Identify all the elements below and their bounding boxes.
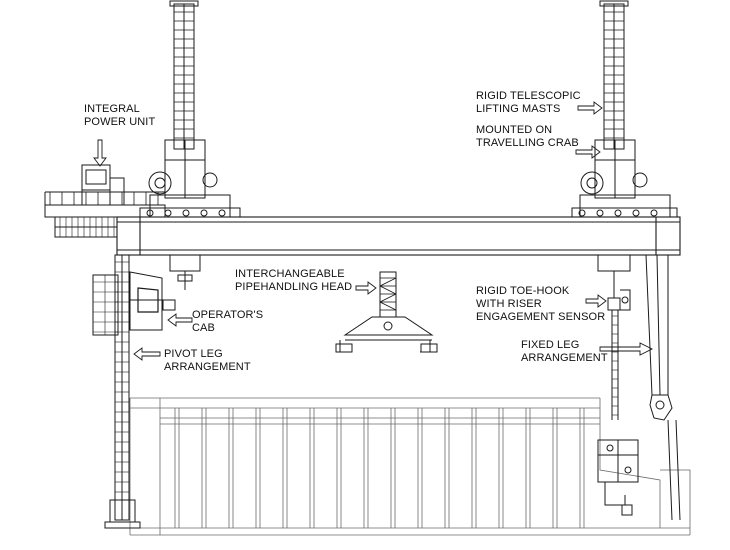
label-line: ENGAGEMENT SENSOR	[476, 311, 606, 323]
label-integral-power-unit: INTEGRAL POWER UNIT	[84, 103, 155, 129]
right-mast	[594, 0, 636, 199]
bridge-girder	[116, 216, 681, 256]
left-mast	[164, 0, 206, 199]
label-line: ARRANGEMENT	[164, 361, 251, 373]
label-pivot-leg: PIVOT LEG ARRANGEMENT	[164, 348, 251, 374]
hold-structure	[129, 397, 691, 536]
operators-cab	[92, 271, 176, 336]
label-line: RIGID TELESCOPIC	[476, 90, 581, 102]
label-line: MOUNTED ON	[476, 124, 553, 136]
label-toe-hook: RIGID TOE-HOOK WITH RISER ENGAGEMENT SEN…	[476, 285, 605, 324]
power-unit	[81, 164, 125, 206]
label-fixed-leg: FIXED LEG ARRANGEMENT	[521, 339, 608, 365]
label-line: RIGID TOE-HOOK	[476, 285, 570, 297]
label-line: POWER UNIT	[84, 116, 156, 128]
left-hoist	[169, 254, 201, 290]
label-telescopic-masts: RIGID TELESCOPIC LIFTING MASTS	[476, 90, 581, 116]
label-line: ARRANGEMENT	[521, 352, 608, 364]
toe-hook	[607, 289, 631, 420]
label-line: TRAVELLING CRAB	[476, 137, 579, 149]
label-line: WITH RISER	[476, 298, 542, 310]
right-hoist	[597, 254, 631, 298]
fixed-leg	[645, 254, 681, 521]
right-crab	[571, 171, 678, 218]
label-operators-cab: OPERATOR'S CAB	[192, 309, 263, 335]
label-travelling-crab: MOUNTED ON TRAVELLING CRAB	[476, 124, 579, 150]
label-line: FIXED LEG	[521, 339, 580, 351]
riser-sensor-assembly	[597, 439, 639, 516]
label-line: CAB	[192, 322, 215, 334]
callout-arrows	[93, 101, 654, 361]
label-line: PIVOT LEG	[164, 348, 223, 360]
pivot-leg	[104, 254, 141, 529]
left-crab	[139, 171, 241, 218]
pipehandling-head	[335, 271, 438, 353]
label-line: INTERCHANGEABLE	[235, 268, 345, 280]
label-pipehandling-head: INTERCHANGEABLE PIPEHANDLING HEAD	[235, 268, 352, 294]
label-line: PIPEHANDLING HEAD	[235, 281, 353, 293]
label-line: LIFTING MASTS	[476, 103, 561, 115]
label-line: INTEGRAL	[84, 103, 140, 115]
label-line: OPERATOR'S	[192, 309, 264, 321]
